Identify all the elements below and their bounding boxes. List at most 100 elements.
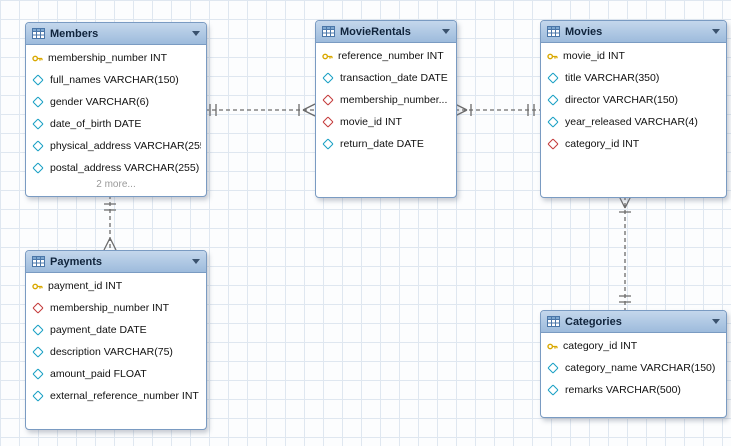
table-title: Movies (565, 25, 603, 38)
primary-key-icon (321, 51, 333, 62)
table-icon (322, 26, 335, 37)
column-row[interactable]: year_released VARCHAR(4) (541, 111, 726, 133)
collapse-icon[interactable] (192, 31, 200, 36)
column-row[interactable]: reference_number INT (316, 45, 456, 67)
column-label: director VARCHAR(150) (565, 94, 679, 106)
collapse-icon[interactable] (192, 259, 200, 264)
column-row[interactable]: amount_paid FLOAT (26, 363, 206, 385)
relationship-categories-movies[interactable] (618, 195, 632, 310)
column-row[interactable]: movie_id INT (541, 45, 726, 67)
table-payments-header[interactable]: Payments (26, 251, 206, 273)
column-label: gender VARCHAR(6) (50, 96, 150, 108)
column-label: postal_address VARCHAR(255) (50, 162, 200, 174)
column-diamond-icon (32, 162, 44, 174)
relationship-members-movierentals[interactable] (205, 103, 316, 117)
column-label: membership_number INT (48, 52, 168, 64)
column-row[interactable]: payment_date DATE (26, 319, 206, 341)
column-label: title VARCHAR(350) (565, 72, 660, 84)
table-icon (547, 316, 560, 327)
column-row[interactable]: external_reference_number INT (26, 385, 206, 407)
more-columns-label: 2 more... (96, 179, 136, 190)
column-label: movie_id INT (563, 50, 625, 62)
column-diamond-icon (32, 324, 44, 336)
column-diamond-icon (32, 346, 44, 358)
column-row[interactable]: transaction_date DATE (316, 67, 456, 89)
column-label: payment_id INT (48, 280, 123, 292)
column-row[interactable]: membership_number INT (26, 47, 206, 69)
primary-key-icon (546, 341, 558, 352)
column-row[interactable]: category_id INT (541, 335, 726, 357)
column-label: return_date DATE (340, 138, 424, 150)
column-diamond-icon (322, 138, 334, 150)
table-movies[interactable]: Movies movie_id INT title VARCHAR(350) d… (540, 20, 727, 198)
column-diamond-icon (547, 72, 559, 84)
column-row[interactable]: full_names VARCHAR(150) (26, 69, 206, 91)
collapse-icon[interactable] (442, 29, 450, 34)
table-movierentals-header[interactable]: MovieRentals (316, 21, 456, 43)
column-label: external_reference_number INT (50, 390, 199, 402)
table-members-header[interactable]: Members (26, 23, 206, 45)
column-label: movie_id INT (340, 116, 402, 128)
column-label: physical_address VARCHAR(255) (50, 140, 201, 152)
column-row[interactable]: date_of_birth DATE (26, 113, 206, 135)
column-diamond-icon (322, 72, 334, 84)
relationship-movies-movierentals[interactable] (454, 103, 540, 117)
column-label: payment_date DATE (50, 324, 147, 336)
table-categories[interactable]: Categories category_id INT category_name… (540, 310, 727, 418)
column-label: membership_number INT (50, 302, 170, 314)
column-row[interactable]: category_id INT (541, 133, 726, 155)
table-movies-header[interactable]: Movies (541, 21, 726, 43)
table-categories-header[interactable]: Categories (541, 311, 726, 333)
table-title: Members (50, 27, 99, 40)
column-diamond-icon (547, 116, 559, 128)
primary-key-icon (546, 51, 558, 62)
column-row[interactable]: title VARCHAR(350) (541, 67, 726, 89)
table-title: MovieRentals (340, 25, 411, 38)
column-row[interactable]: movie_id INT (316, 111, 456, 133)
column-row[interactable]: director VARCHAR(150) (541, 89, 726, 111)
collapse-icon[interactable] (712, 319, 720, 324)
column-diamond-icon (32, 118, 44, 130)
foreign-key-diamond-icon (322, 116, 334, 128)
column-label: reference_number INT (338, 50, 444, 62)
column-diamond-icon (32, 74, 44, 86)
foreign-key-diamond-icon (32, 302, 44, 314)
column-label: full_names VARCHAR(150) (50, 74, 179, 86)
column-diamond-icon (32, 368, 44, 380)
column-row[interactable]: physical_address VARCHAR(255) (26, 135, 206, 157)
table-payments[interactable]: Payments payment_id INT membership_numbe… (25, 250, 207, 430)
foreign-key-diamond-icon (547, 138, 559, 150)
column-row[interactable]: category_name VARCHAR(150) (541, 357, 726, 379)
relationship-members-payments[interactable] (103, 195, 117, 251)
column-row[interactable]: description VARCHAR(75) (26, 341, 206, 363)
table-movierentals[interactable]: MovieRentals reference_number INT transa… (315, 20, 457, 198)
collapse-icon[interactable] (712, 29, 720, 34)
column-row[interactable]: gender VARCHAR(6) (26, 91, 206, 113)
column-label: transaction_date DATE (340, 72, 448, 84)
table-icon (32, 256, 45, 267)
column-row[interactable]: remarks VARCHAR(500) (541, 379, 726, 401)
column-diamond-icon (32, 96, 44, 108)
column-row[interactable]: membership_number... (316, 89, 456, 111)
column-diamond-icon (32, 140, 44, 152)
column-diamond-icon (32, 390, 44, 402)
column-label: amount_paid FLOAT (50, 368, 147, 380)
column-diamond-icon (547, 384, 559, 396)
column-row[interactable]: membership_number INT (26, 297, 206, 319)
column-label: date_of_birth DATE (50, 118, 142, 130)
column-label: year_released VARCHAR(4) (565, 116, 698, 128)
column-diamond-icon (547, 362, 559, 374)
column-label: remarks VARCHAR(500) (565, 384, 681, 396)
table-members[interactable]: Members membership_number INT full_names… (25, 22, 207, 197)
column-row[interactable]: postal_address VARCHAR(255) (26, 157, 206, 179)
column-row[interactable]: payment_id INT (26, 275, 206, 297)
foreign-key-diamond-icon (322, 94, 334, 106)
column-diamond-icon (547, 94, 559, 106)
column-label: membership_number... (340, 94, 448, 106)
primary-key-icon (31, 281, 43, 292)
column-label: category_name VARCHAR(150) (565, 362, 716, 374)
column-row[interactable]: return_date DATE (316, 133, 456, 155)
table-icon (547, 26, 560, 37)
